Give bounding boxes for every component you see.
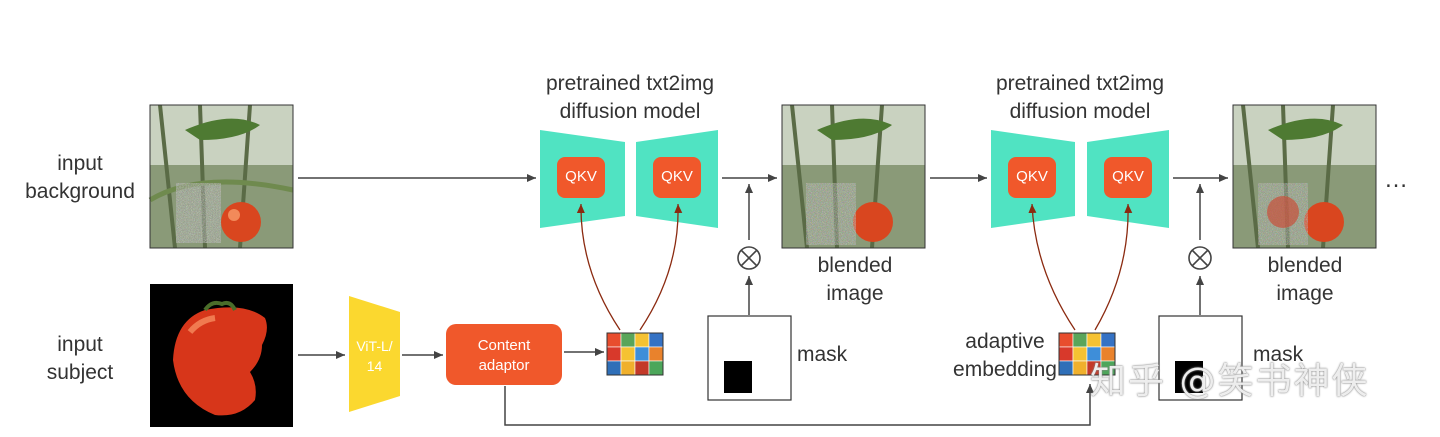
model-1-label: pretrained txt2img diffusion model bbox=[545, 72, 715, 123]
embedding-cell bbox=[648, 360, 664, 376]
qkv-block-1b bbox=[653, 157, 701, 198]
embedding-cell bbox=[648, 332, 664, 348]
embedding-cell bbox=[648, 346, 664, 362]
arrow-adaptor-to-adaptive-embedding bbox=[504, 384, 1094, 426]
embedding-cell bbox=[606, 346, 622, 362]
embedding-grid-1 bbox=[606, 332, 664, 376]
mask-image-1 bbox=[707, 315, 792, 401]
embedding-cell bbox=[634, 332, 650, 348]
content-adaptor-label: Content adaptor bbox=[477, 337, 531, 374]
vit-label: ViT-L/ 14 bbox=[356, 338, 393, 374]
embedding-cell bbox=[606, 360, 622, 376]
mask-label-1: mask bbox=[797, 343, 848, 366]
mask-label-2: mask bbox=[1253, 343, 1304, 366]
attention-arc-2a bbox=[1028, 203, 1076, 331]
content-adaptor-box bbox=[446, 324, 562, 385]
model-2-label: pretrained txt2img diffusion model bbox=[995, 72, 1165, 123]
embedding-cell bbox=[606, 332, 622, 348]
input-subject-label: input subject bbox=[46, 333, 114, 384]
watermark: 知乎 @笑书神侠 bbox=[1090, 361, 1370, 402]
embedding-cell bbox=[634, 360, 650, 376]
blended-image-1 bbox=[781, 104, 926, 249]
embedding-cell bbox=[1072, 360, 1088, 376]
embedding-cell bbox=[620, 332, 636, 348]
qkv-label-1a: QKV bbox=[565, 168, 597, 185]
attention-arc-1a bbox=[576, 203, 621, 331]
embedding-cell bbox=[620, 360, 636, 376]
embedding-cell bbox=[620, 346, 636, 362]
embedding-cell bbox=[1072, 346, 1088, 362]
adaptive-embedding-label: adaptive embedding bbox=[953, 330, 1057, 381]
qkv-block-2a bbox=[1008, 157, 1056, 198]
embedding-cell bbox=[1072, 332, 1088, 348]
input-subject-image bbox=[150, 284, 293, 427]
blended-image-2 bbox=[1232, 104, 1377, 249]
input-background-label: input background bbox=[25, 152, 135, 203]
attention-arc-2b bbox=[1094, 203, 1133, 331]
ellipsis: … bbox=[1384, 166, 1408, 193]
vit-encoder bbox=[349, 296, 400, 412]
embedding-cell bbox=[1086, 332, 1102, 348]
embedding-cell bbox=[1100, 332, 1116, 348]
blended-image-label-1: blended image bbox=[817, 254, 893, 305]
input-background-image bbox=[148, 104, 294, 249]
qkv-label-2a: QKV bbox=[1016, 168, 1048, 185]
diffusion-model-2 bbox=[991, 130, 1169, 228]
attention-arc-1b bbox=[639, 203, 683, 331]
embedding-cell bbox=[634, 346, 650, 362]
diffusion-model-1 bbox=[540, 130, 718, 228]
qkv-block-2b bbox=[1104, 157, 1152, 198]
qkv-block-1a bbox=[557, 157, 605, 198]
embedding-grid-2 bbox=[1058, 332, 1116, 376]
qkv-label-1b: QKV bbox=[661, 168, 693, 185]
qkv-label-2b: QKV bbox=[1112, 168, 1144, 185]
mask-image-2 bbox=[1158, 315, 1243, 401]
blended-image-label-2: blended image bbox=[1267, 254, 1343, 305]
